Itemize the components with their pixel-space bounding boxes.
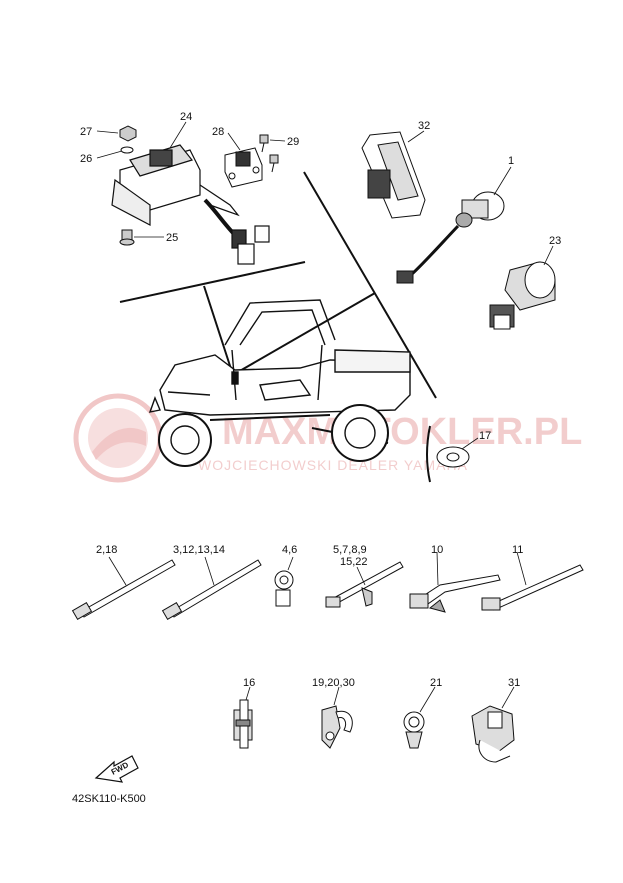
relay-assembly-24	[111, 144, 270, 265]
cable-tie-11	[481, 564, 584, 611]
label-21: 21	[430, 677, 442, 689]
clip-band-5-7-8-9-15-22	[325, 561, 404, 608]
watermark: MAXMOTOKLER.PL WOJCIECHOWSKI DEALER YAMA…	[73, 393, 582, 483]
clamp-21	[403, 711, 425, 749]
label-28: 28	[212, 126, 224, 138]
sensor-23	[489, 261, 556, 330]
label-31: 31	[508, 677, 520, 689]
label-26: 26	[80, 153, 92, 165]
clamp-31	[471, 705, 515, 763]
label-32: 32	[418, 120, 430, 132]
callout-labels: 27 24 26 25 28 29 32 1 23 17 2,18 3,12,1…	[80, 111, 561, 689]
clamp-4-6	[274, 570, 294, 607]
label-2-18: 2,18	[96, 544, 117, 556]
label-23: 23	[549, 235, 561, 247]
label-29: 29	[287, 136, 299, 148]
clip-band-10	[409, 574, 501, 613]
nut-27	[119, 125, 137, 142]
label-25: 25	[166, 232, 178, 244]
cable-tie-3-12-13-14	[161, 559, 262, 621]
grommet-17	[436, 446, 470, 468]
clamp-19-20-30	[321, 705, 353, 749]
diagram-code: 42SK110-K500	[72, 793, 146, 805]
cable-tie-2-18	[71, 559, 176, 621]
socket-1	[396, 191, 505, 284]
screw-29	[259, 134, 279, 173]
vehicle-illustration	[148, 299, 411, 467]
label-27: 27	[80, 126, 92, 138]
screw-25	[119, 229, 135, 246]
label-15-22: 15,22	[340, 556, 368, 568]
clamp-16	[233, 699, 253, 749]
yamaha-logo-icon	[73, 393, 163, 483]
label-4-6: 4,6	[282, 544, 297, 556]
fwd-arrow-icon: FWD	[94, 755, 139, 783]
label-5-7-8-9: 5,7,8,9	[333, 544, 367, 556]
sensor-28	[224, 147, 263, 188]
label-11: 11	[512, 544, 523, 556]
switch-32	[361, 131, 426, 219]
label-24: 24	[180, 111, 192, 123]
label-1: 1	[508, 155, 514, 167]
watermark-subtext: WOJCIECHOWSKI DEALER YAMAHA	[198, 457, 468, 473]
watermark-text: MAXMOTOKLER.PL	[222, 411, 582, 453]
label-16: 16	[243, 677, 255, 689]
label-10: 10	[431, 544, 443, 556]
label-17: 17	[479, 430, 491, 442]
label-19-20-30: 19,20,30	[312, 677, 355, 689]
label-3-12-13-14: 3,12,13,14	[173, 544, 225, 556]
washer-26	[120, 146, 134, 154]
